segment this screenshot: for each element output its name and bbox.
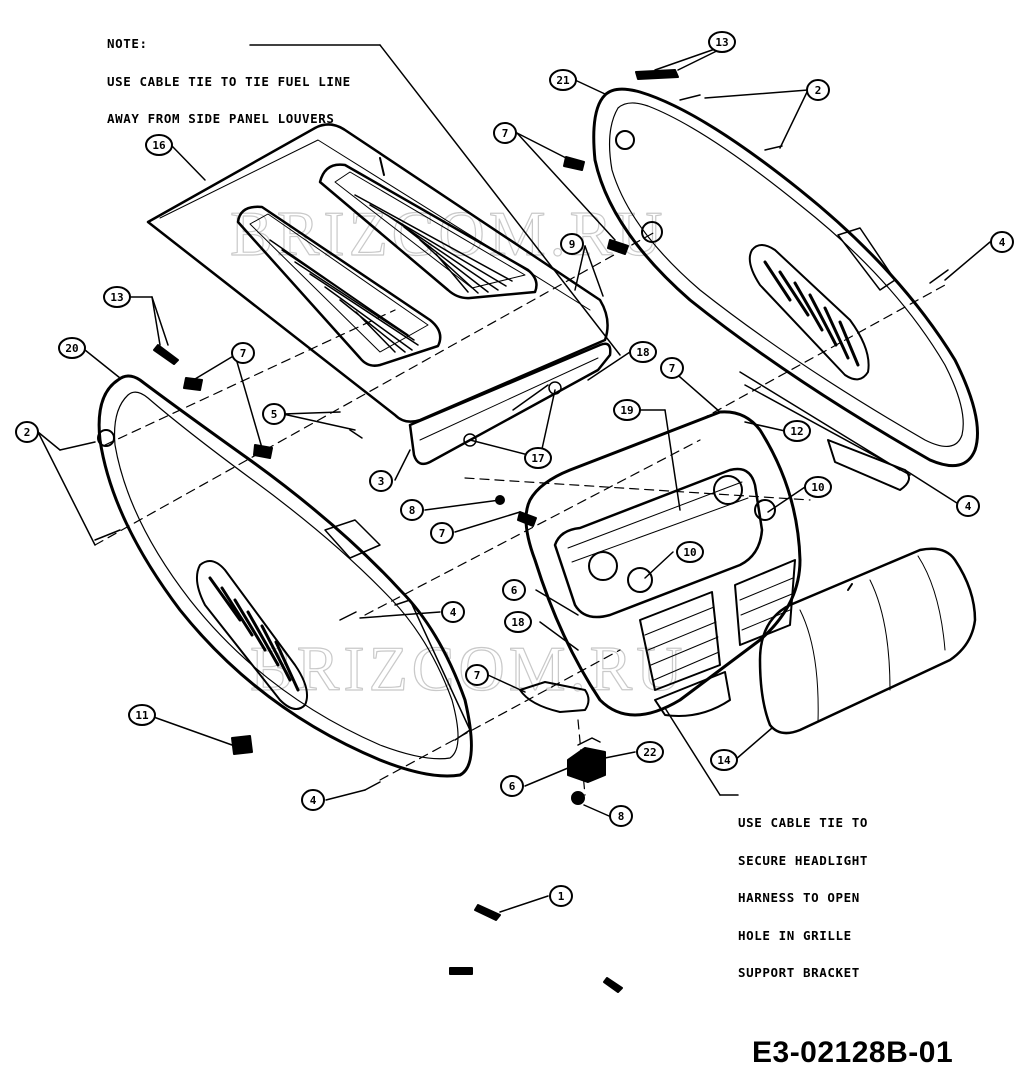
fuel-line-note: NOTE: USE CABLE TIE TO TIE FUEL LINE AWA…	[107, 13, 351, 138]
callout: 7	[430, 522, 454, 544]
callout-label: 21	[556, 74, 570, 87]
callout: 7	[493, 122, 517, 144]
callout: 7	[660, 357, 684, 379]
callout: 19	[613, 399, 641, 421]
callout: 7	[231, 342, 255, 364]
callout-label: 4	[999, 236, 1006, 249]
callout: 6	[500, 775, 524, 797]
callout-label: 8	[409, 504, 416, 517]
callout: 12	[783, 420, 811, 442]
callout: 2	[806, 79, 830, 101]
callout-label: 13	[110, 291, 123, 304]
callout-label: 5	[271, 408, 278, 421]
callout-label: 4	[310, 794, 317, 807]
callout-label: 11	[135, 709, 149, 722]
callout-label: 4	[965, 500, 972, 513]
callout-label: 7	[502, 127, 509, 140]
callout: 18	[504, 611, 532, 633]
note-line: NOTE:	[107, 36, 148, 51]
connector-block	[567, 737, 606, 783]
note-line: SECURE HEADLIGHT	[738, 852, 869, 868]
callout-label: 4	[450, 606, 457, 619]
callout: 9	[560, 233, 584, 255]
assembly-lines	[94, 231, 946, 796]
callout-bubbles: 13 21 2 7 16 9 4 13 20 7 18 2 5 7 12 3 1…	[15, 31, 1014, 907]
callout: 21	[549, 69, 577, 91]
callout-label: 7	[669, 362, 676, 375]
callout-label: 7	[439, 527, 446, 540]
callout-label: 2	[24, 426, 31, 439]
callout-label: 2	[815, 84, 822, 97]
callout: 3	[369, 470, 393, 492]
headlight-harness-note: USE CABLE TIE TO SECURE HEADLIGHT HARNES…	[738, 792, 868, 992]
callout: 14	[710, 749, 738, 771]
hardware-pieces	[153, 69, 679, 993]
callout: 5	[262, 403, 286, 425]
callout: 16	[145, 134, 173, 156]
hood-front-lip	[408, 342, 612, 466]
callout: 10	[676, 541, 704, 563]
callout-label: 8	[618, 810, 625, 823]
callout-label: 6	[509, 780, 516, 793]
callout: 17	[524, 447, 552, 469]
left-side-panel	[97, 374, 473, 778]
callout-label: 1	[558, 890, 565, 903]
callout-label: 12	[790, 425, 803, 438]
callout-label: 16	[152, 139, 166, 152]
callout-label: 17	[531, 452, 544, 465]
callout-label: 13	[715, 36, 728, 49]
callout: 22	[636, 741, 664, 763]
callout: 10	[804, 476, 832, 498]
callout-label: 18	[511, 616, 524, 629]
fastener-lines	[59, 94, 949, 791]
note-line: USE CABLE TIE TO TIE FUEL LINE	[107, 73, 351, 89]
callout: 8	[400, 499, 424, 521]
leader-lines	[37, 41, 991, 913]
callout-label: 9	[569, 238, 576, 251]
right-lower-bracket	[827, 439, 910, 491]
callout-label: 22	[643, 746, 656, 759]
callout-label: 18	[636, 346, 649, 359]
callout-label: 20	[65, 342, 78, 355]
callout-label: 7	[240, 347, 247, 360]
note-line: AWAY FROM SIDE PANEL LOUVERS	[107, 111, 335, 126]
callout: 13	[103, 286, 131, 308]
callout-label: 14	[717, 754, 731, 767]
note-line: HARNESS TO OPEN	[738, 890, 860, 905]
callout-label: 19	[620, 404, 633, 417]
callout: 18	[629, 341, 657, 363]
note-line: USE CABLE TIE TO	[738, 815, 869, 830]
callout: 8	[609, 805, 633, 827]
callout: 2	[15, 421, 39, 443]
callout-label: 3	[378, 475, 385, 488]
watermark-text: BRIZCOM.RU	[250, 633, 687, 704]
callout-label: 10	[811, 481, 824, 494]
callout-label: 10	[683, 546, 696, 559]
note-line: SUPPORT BRACKET	[738, 965, 860, 980]
drawing-number: E3-02128B-01	[752, 1036, 954, 1069]
right-side-panel	[592, 87, 979, 476]
callout-label: 7	[474, 669, 481, 682]
note-line: HOLE IN GRILLE	[738, 927, 852, 943]
hood-top-panel	[146, 123, 609, 423]
callout: 4	[956, 495, 980, 517]
callout: 11	[128, 704, 156, 726]
callout: 6	[502, 579, 526, 601]
callout-label: 6	[511, 584, 518, 597]
callout: 13	[708, 31, 736, 53]
callout: 20	[58, 337, 86, 359]
callout: 7	[465, 664, 489, 686]
callout: 4	[990, 231, 1014, 253]
headlight-lens	[758, 547, 977, 735]
callout: 1	[549, 885, 573, 907]
callout: 4	[441, 601, 465, 623]
callout: 4	[301, 789, 325, 811]
